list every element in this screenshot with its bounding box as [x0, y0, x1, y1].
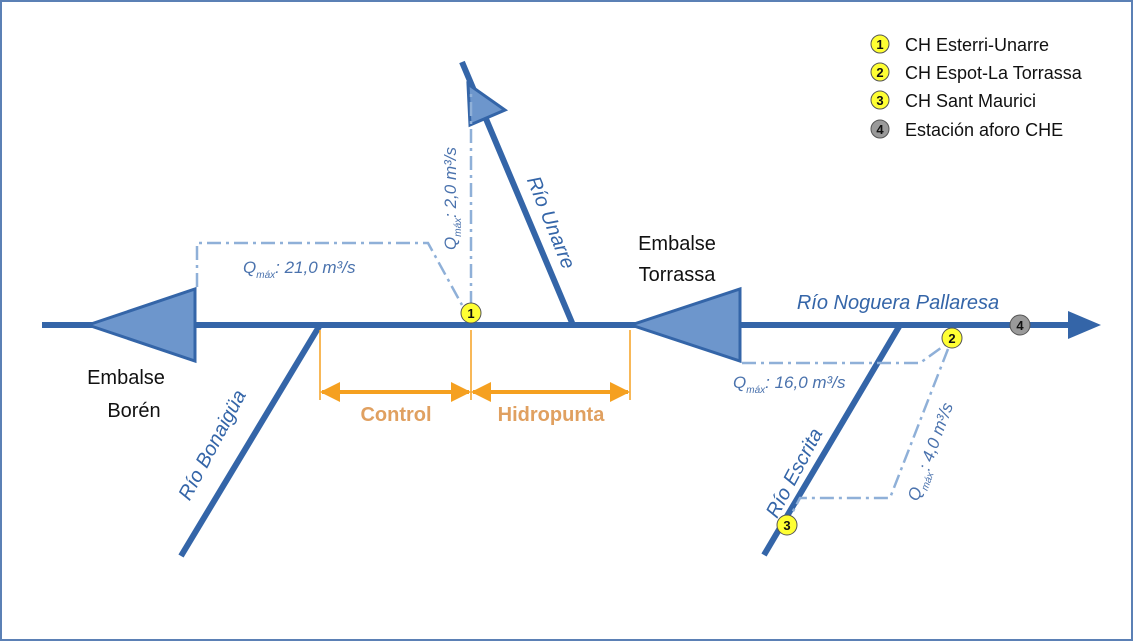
svg-text:Estación aforo CHE: Estación aforo CHE — [905, 120, 1063, 140]
svg-text:4: 4 — [876, 122, 884, 137]
station-3-marker: 3 — [776, 514, 798, 536]
legend-item-3: 3 CH Sant Maurici — [870, 90, 1036, 111]
segment-hidropunta-label: Hidropunta — [498, 404, 606, 426]
river-bonaigua-label: Río Bonaigüa — [175, 387, 251, 504]
svg-text:1: 1 — [876, 37, 883, 52]
conduit-boren — [195, 241, 464, 306]
unarre-arrow-head — [466, 81, 509, 128]
reservoir-torrassa-label-line1: Embalse — [638, 233, 716, 255]
svg-text:3: 3 — [783, 518, 790, 533]
reservoir-boren-label-line2: Borén — [107, 400, 160, 422]
reservoir-boren-shape — [83, 286, 197, 364]
segment-control-label: Control — [360, 404, 431, 426]
reservoir-torrassa-label-line2: Torrassa — [639, 264, 717, 286]
station-2-marker: 2 — [941, 327, 963, 349]
legend-item-4: 4 Estación aforo CHE — [870, 119, 1063, 140]
flow-label-torrassa: Qmáx: 16,0 m³/s — [733, 373, 846, 396]
station-4-marker: 4 — [1009, 314, 1031, 336]
legend-item-1: 1 CH Esterri-Unarre — [870, 34, 1049, 55]
reservoir-boren-label-line1: Embalse — [87, 367, 165, 389]
station-1-marker: 1 — [460, 302, 482, 324]
svg-text:CH Esterri-Unarre: CH Esterri-Unarre — [905, 35, 1049, 55]
river-noguera-label: Río Noguera Pallaresa — [797, 292, 999, 314]
legend-item-2: 2 CH Espot-La Torrassa — [870, 62, 1083, 83]
svg-text:4: 4 — [1016, 318, 1024, 333]
svg-text:CH Sant Maurici: CH Sant Maurici — [905, 91, 1036, 111]
svg-text:CH Espot-La Torrassa: CH Espot-La Torrassa — [905, 63, 1083, 83]
conduit-torrassa — [742, 343, 946, 365]
reservoir-torrassa-shape — [626, 286, 742, 364]
svg-text:2: 2 — [876, 65, 883, 80]
svg-text:3: 3 — [876, 93, 883, 108]
main-river-arrow-head — [1068, 311, 1101, 339]
river-bonaigua-line — [178, 323, 323, 558]
svg-text:1: 1 — [467, 306, 474, 321]
flow-label-boren: Qmáx: 21,0 m³/s — [243, 258, 356, 281]
flow-label-escrita: Qmáx: 4,0 m³/s — [904, 400, 961, 505]
legend: 1 CH Esterri-Unarre 2 CH Espot-La Torras… — [870, 34, 1083, 140]
flow-label-unarre: Qmáx: 2,0 m³/s — [441, 147, 464, 250]
svg-text:2: 2 — [948, 331, 955, 346]
